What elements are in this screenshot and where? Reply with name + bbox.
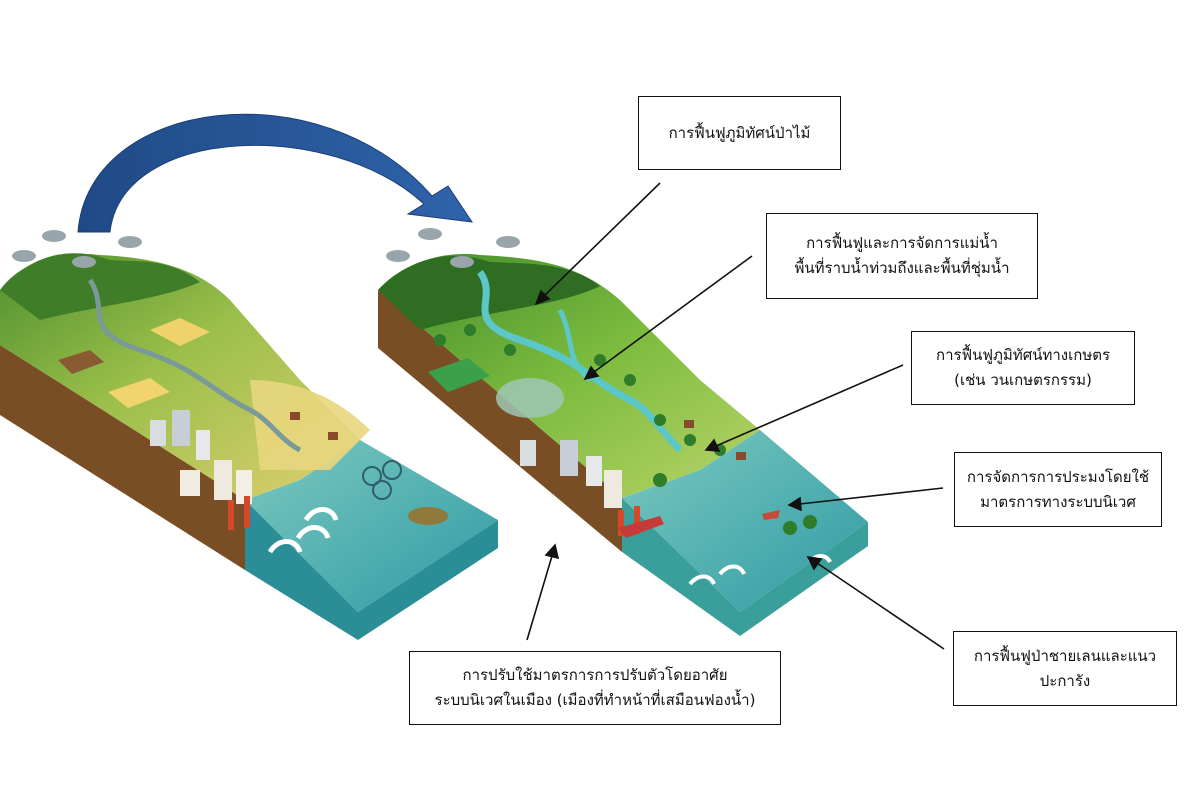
callout-agricultural-landscape: การฟื้นฟูภูมิทัศน์ทางเกษตร (เช่น วนเกษตร… (911, 331, 1135, 405)
callout-river-line-1: การฟื้นฟูและการจัดการแม่น้ำ (806, 234, 998, 252)
callout-urban-sponge-city: การปรับใช้มาตรการการปรับตัวโดยอาศัย ระบบ… (409, 651, 781, 725)
pointer-lines (526, 182, 945, 650)
pointer-river (583, 255, 753, 381)
callout-mangrove-line-2: ปะการัง (1039, 671, 1091, 690)
callout-city-line-2: ระบบนิเวศในเมือง (เมืองที่ทำหน้าที่เสมือ… (434, 691, 756, 709)
pointer-forest (534, 182, 661, 306)
callout-mangrove-coral: การฟื้นฟูป่าชายเลนและแนว ปะการัง (953, 631, 1177, 706)
pointer-agri (704, 364, 904, 452)
callout-mangrove-line-1: การฟื้นฟูป่าชายเลนและแนว (973, 646, 1157, 665)
pointer-fishery (787, 487, 944, 512)
callout-ecosystem-fishery: การจัดการการประมงโดยใช้ มาตรการทางระบบนิ… (954, 452, 1162, 527)
callout-fishery-line-2: มาตรการทางระบบนิเวศ (980, 492, 1136, 511)
callout-river-wetland: การฟื้นฟูและการจัดการแม่น้ำ พื้นที่ราบน้… (766, 213, 1038, 299)
callout-city-line-1: การปรับใช้มาตรการการปรับตัวโดยอาศัย (462, 666, 728, 684)
landscape-before (0, 230, 498, 640)
callout-forest-restoration: การฟื้นฟูภูมิทัศน์ป่าไม้ (638, 96, 841, 170)
callout-forest-line-1: การฟื้นฟูภูมิทัศน์ป่าไม้ (668, 123, 811, 142)
pointer-mangrove (806, 555, 945, 650)
pointer-city (526, 543, 560, 641)
transition-arrow (77, 113, 474, 233)
callout-river-line-2: พื้นที่ราบน้ำท่วมถึงและพื้นที่ชุ่มน้ำ (794, 259, 1010, 277)
callout-agri-line-1: การฟื้นฟูภูมิทัศน์ทางเกษตร (935, 346, 1111, 364)
landscape-after (378, 228, 868, 636)
callout-agri-line-2: (เช่น วนเกษตรกรรม) (954, 371, 1092, 389)
callout-fishery-line-1: การจัดการการประมงโดยใช้ (966, 467, 1150, 486)
